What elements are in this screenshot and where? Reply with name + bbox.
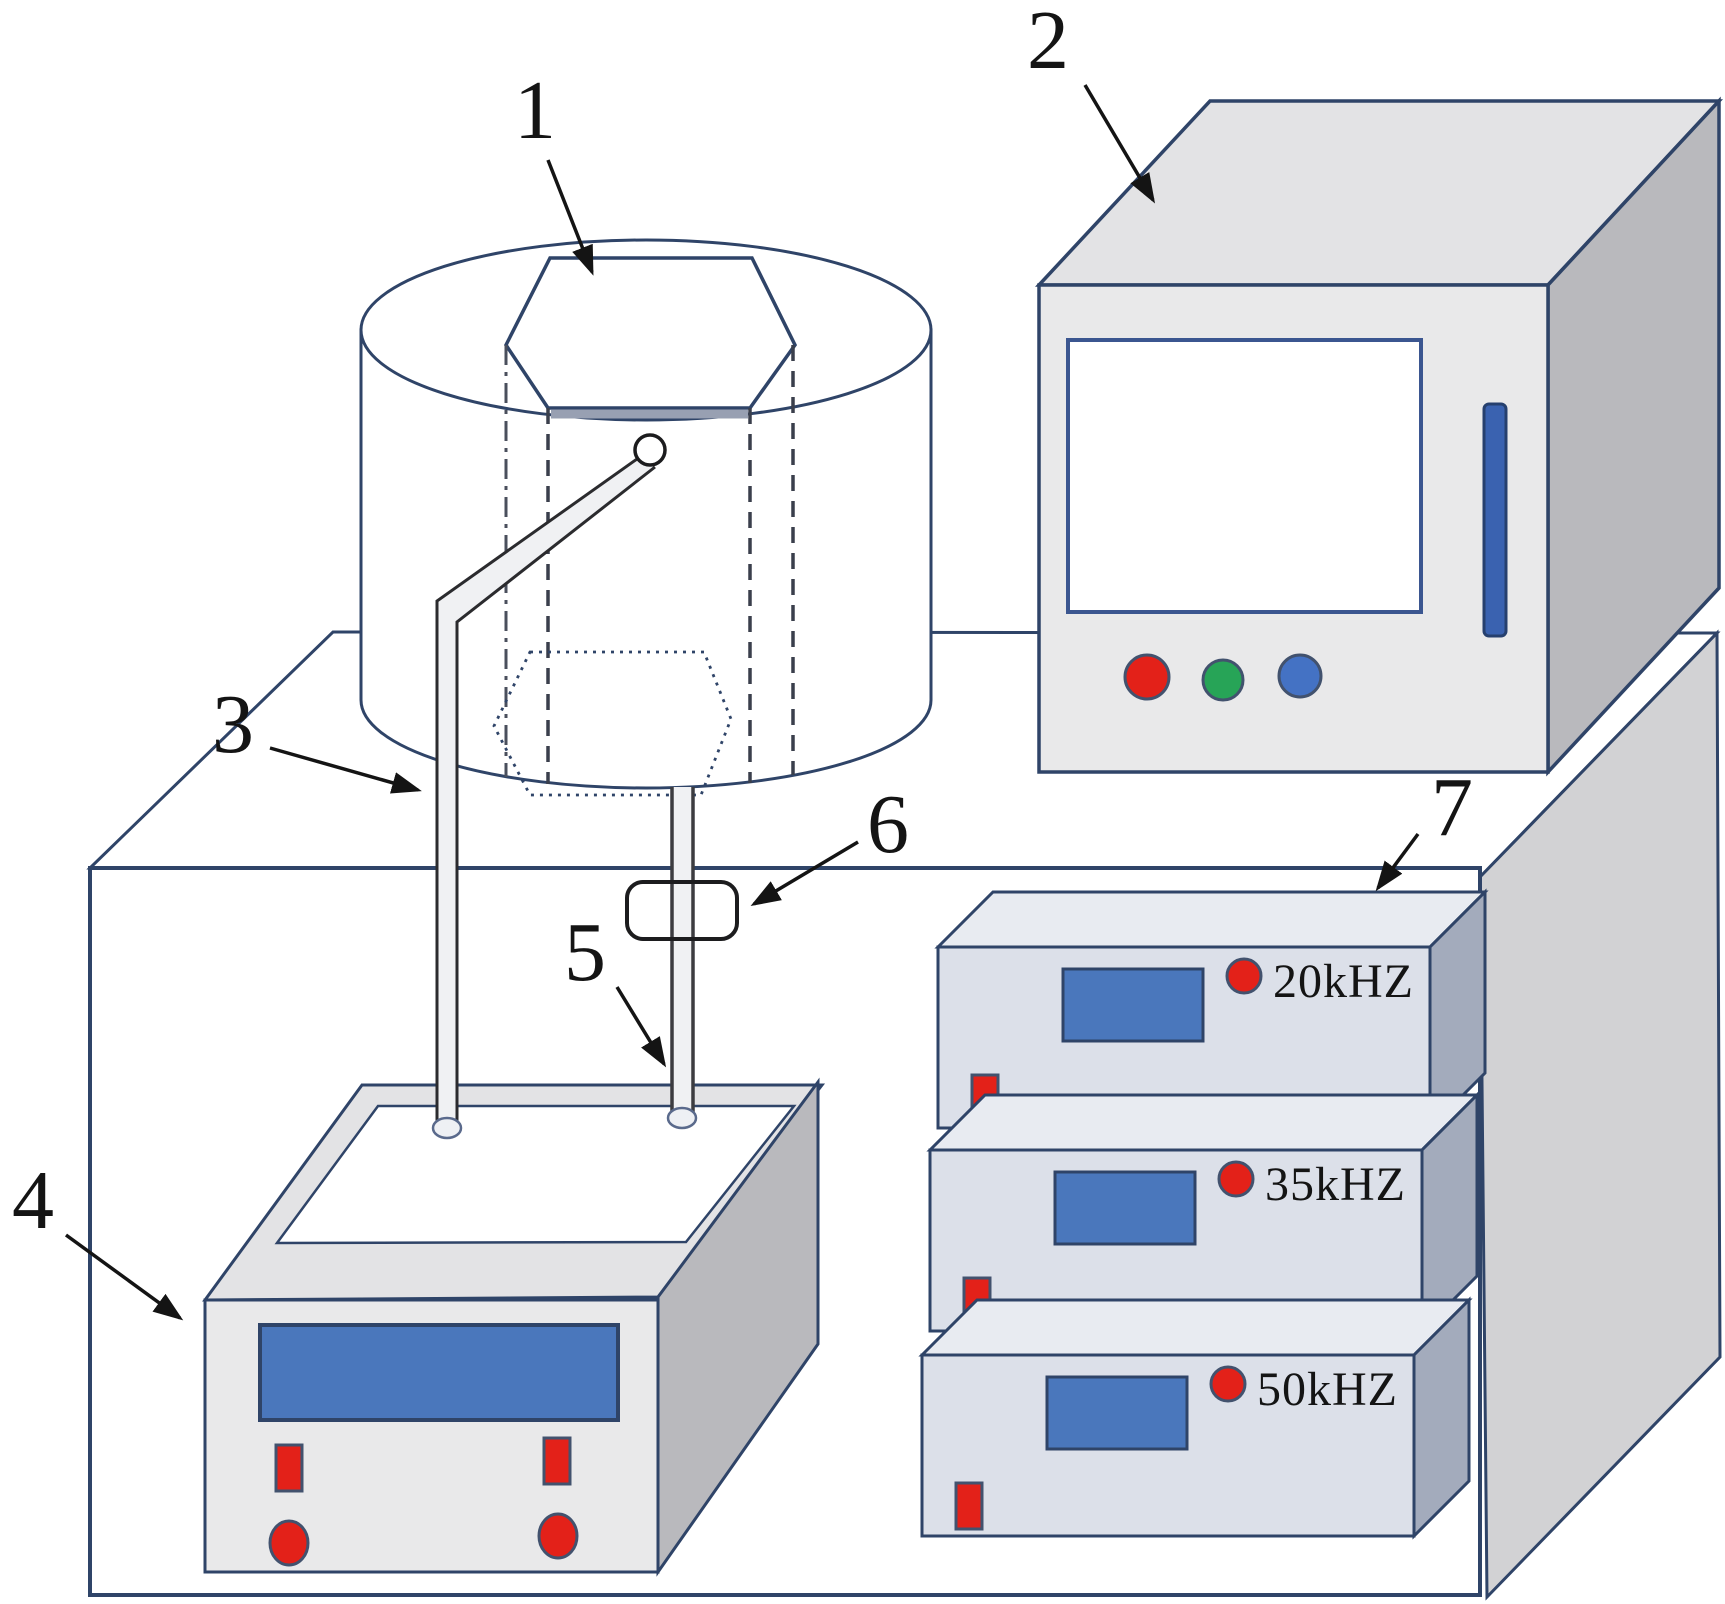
callout-1-number: 1 xyxy=(514,64,556,157)
furnace-window xyxy=(1066,338,1423,614)
water-bath-unit xyxy=(202,1077,826,1577)
ultrasonic-generator-3: 50kHZ xyxy=(918,1296,1473,1540)
ultrasonic-generator-1: 20kHZ xyxy=(934,888,1489,1132)
generator-led xyxy=(1217,1160,1255,1198)
furnace-door-handle xyxy=(1482,402,1508,638)
generator-led xyxy=(1209,1365,1247,1403)
bath-knob-right xyxy=(537,1512,579,1560)
bath-opening xyxy=(274,1104,797,1245)
callout-1-arrow xyxy=(546,159,594,276)
callout-3: 3 xyxy=(212,678,422,794)
thermocouple-tube xyxy=(431,433,667,1140)
callout-5: 5 xyxy=(564,906,667,1068)
callout-5-arrow xyxy=(615,986,667,1068)
generator-screen xyxy=(1061,967,1205,1043)
callout-6-arrow xyxy=(750,840,859,907)
generator-frequency-label: 20kHZ xyxy=(1273,955,1414,1008)
shaft-clamp xyxy=(625,880,739,941)
support-shaft xyxy=(666,787,698,1130)
callout-7: 7 xyxy=(1375,761,1473,892)
callout-6-number: 6 xyxy=(867,778,909,871)
callout-4: 4 xyxy=(12,1154,184,1321)
bath-knob-left xyxy=(268,1519,310,1567)
ultrasonic-generator-2: 35kHZ xyxy=(926,1091,1481,1335)
specimen-bottom-face xyxy=(492,650,733,797)
generator-frequency-label: 35kHZ xyxy=(1265,1158,1406,1211)
callout-3-number: 3 xyxy=(212,678,254,771)
bath-display xyxy=(258,1323,620,1422)
callout-4-number: 4 xyxy=(12,1154,54,1247)
bench-right-face xyxy=(1478,629,1722,1601)
beaker-body xyxy=(359,328,933,790)
callout-4-arrow xyxy=(64,1233,184,1321)
thermocouple-tip-ring xyxy=(633,433,667,467)
hexagonal-specimen xyxy=(492,256,798,797)
generator-top-face xyxy=(918,1298,1473,1357)
generator-frequency-label: 50kHZ xyxy=(1257,1363,1398,1416)
bath-switch-right xyxy=(542,1436,572,1486)
generator-top-face xyxy=(934,890,1489,949)
generator-top-face xyxy=(926,1093,1481,1152)
callout-2-arrow xyxy=(1083,84,1156,204)
furnace-button-green xyxy=(1201,658,1245,702)
support-shaft-body xyxy=(672,787,693,1117)
beaker-cylinder xyxy=(359,238,933,790)
thermocouple-bath-port xyxy=(431,1116,463,1140)
generator-screen xyxy=(1045,1375,1189,1451)
callout-2: 2 xyxy=(1027,0,1156,204)
bath-switch-left xyxy=(274,1443,304,1493)
callout-3-arrow xyxy=(269,746,422,794)
callout-6: 6 xyxy=(750,778,909,907)
callouts: 1 2 3 4 5 6 7 xyxy=(12,0,1473,1321)
callout-7-number: 7 xyxy=(1431,761,1473,854)
callout-2-number: 2 xyxy=(1027,0,1069,87)
furnace-button-red xyxy=(1123,653,1171,701)
generator-led xyxy=(1225,957,1263,995)
specimen-top-face xyxy=(503,256,798,410)
shaft-bath-port xyxy=(666,1106,698,1130)
generator-switch xyxy=(954,1481,984,1531)
callout-7-arrow xyxy=(1375,832,1420,892)
callout-5-number: 5 xyxy=(564,906,606,999)
callout-1: 1 xyxy=(514,64,594,276)
furnace-button-blue xyxy=(1277,653,1323,699)
furnace-cabinet xyxy=(1034,96,1724,777)
thermocouple-tube-right-edge xyxy=(455,465,656,1127)
thermocouple-tube-left-edge xyxy=(435,457,638,1127)
generator-screen xyxy=(1053,1170,1197,1246)
